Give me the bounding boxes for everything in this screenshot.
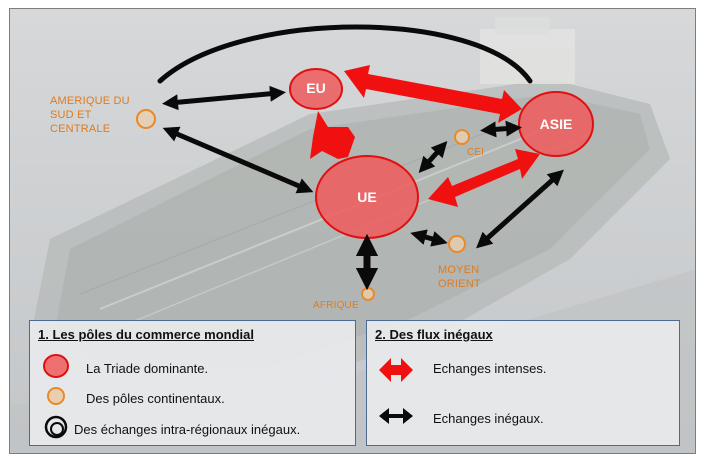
map-frame: EU ASIE UE AMERIQUE DU SUD ET CENTRALE C…	[9, 8, 696, 454]
legend-intra-regional-text: Des échanges intra-régionaux inégaux.	[74, 422, 301, 437]
unequal-arrow-cei-asie	[480, 120, 522, 138]
afrique-pole-circle	[361, 287, 375, 301]
continental-pole-icon	[42, 385, 70, 412]
cei-label: CEI	[467, 147, 485, 158]
unequal-arrow-amerique-eu	[162, 85, 286, 111]
triade-circle-icon	[42, 353, 70, 384]
legend-poles: 1. Les pôles du commerce mondial La Tria…	[29, 320, 356, 446]
amerique-label-line-3: CENTRALE	[50, 123, 111, 135]
legend-item-intra-regional: Des échanges intra-régionaux inégaux.	[42, 415, 300, 444]
unequal-arrow-moyen-orient-asie	[476, 169, 564, 249]
amerique-label-line-1: AMERIQUE DU	[50, 95, 130, 107]
trade-flow-diagram	[136, 24, 594, 301]
moyen-orient-label-line-1: MOYEN	[438, 264, 480, 276]
legend-flows: 2. Des flux inégaux Echanges intenses. E…	[366, 320, 680, 446]
unequal-arrow-amerique-ue	[162, 126, 314, 194]
amerique-label-line-2: SUD ET	[50, 109, 92, 121]
intra-regional-arc	[157, 24, 533, 84]
amerique-pole-circle	[136, 109, 156, 129]
moyen-orient-pole-circle	[448, 235, 466, 253]
eu-label: EU	[306, 80, 326, 96]
amerique-label: AMERIQUE DU SUD ET CENTRALE	[50, 94, 130, 136]
cei-pole-circle	[454, 129, 470, 145]
afrique-label: AFRIQUE	[313, 300, 359, 311]
legend-intense-text: Echanges intenses.	[433, 361, 547, 376]
moyen-orient-label: MOYEN ORIENT	[438, 263, 481, 291]
legend-item-unequal: Echanges inégaux.	[377, 405, 544, 432]
legend-flows-title: 2. Des flux inégaux	[375, 327, 493, 342]
legend-item-intense: Echanges intenses.	[377, 355, 546, 390]
unequal-arrow-ue-moyen-orient	[410, 229, 448, 247]
asie-label: ASIE	[539, 116, 573, 132]
legend-poles-title: 1. Les pôles du commerce mondial	[38, 327, 255, 342]
legend-unequal-text: Echanges inégaux.	[433, 411, 544, 426]
intense-arrow-eu-asie	[344, 65, 522, 123]
intra-regional-circle-icon	[42, 415, 70, 444]
intense-arrow-eu-ue	[310, 111, 355, 159]
unequal-arrow-icon	[377, 405, 415, 432]
unequal-arrow-cei-ue	[418, 141, 448, 173]
eu-pole-circle	[289, 68, 343, 110]
legend-item-continental: Des pôles continentaux.	[42, 385, 225, 412]
legend-continental-text: Des pôles continentaux.	[86, 391, 225, 406]
ue-label: UE	[357, 189, 377, 205]
intense-arrow-icon	[377, 355, 415, 390]
moyen-orient-label-line-2: ORIENT	[438, 278, 481, 290]
legend-triade-text: La Triade dominante.	[86, 361, 209, 376]
legend-item-triade: La Triade dominante.	[42, 353, 208, 384]
